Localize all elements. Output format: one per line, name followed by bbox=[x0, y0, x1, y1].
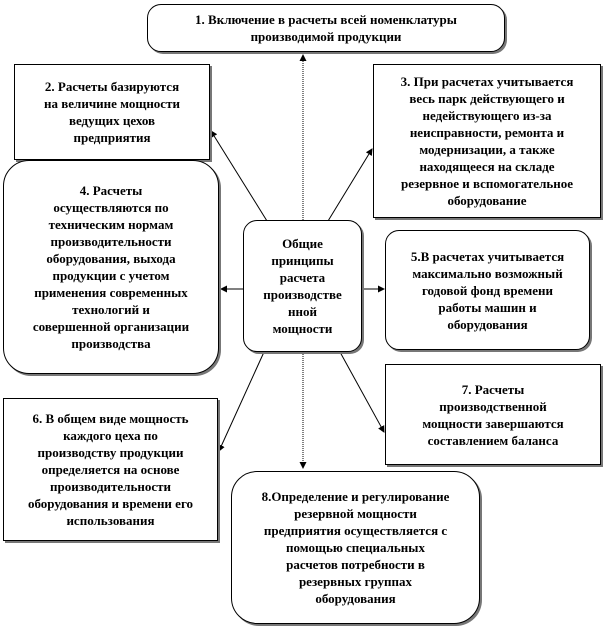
line: техническим нормам bbox=[48, 217, 174, 232]
center-box: Общие принципы расчета производстве нной мощн… bbox=[243, 220, 362, 352]
line: мощности завершаются bbox=[422, 415, 564, 431]
line: технологий и bbox=[72, 302, 150, 317]
line: на величине мощности bbox=[44, 96, 180, 111]
principle-8-box: 8.Определение и регулирование резервной м… bbox=[231, 471, 480, 624]
line: резервное и вспомогательное bbox=[400, 176, 574, 191]
line: мощности bbox=[272, 321, 333, 336]
line: оборудования и времени его bbox=[27, 496, 194, 511]
line: Общие bbox=[282, 236, 323, 251]
line: производстве bbox=[263, 287, 342, 302]
line: совершенной организации bbox=[32, 319, 190, 334]
line: определяется на основе bbox=[41, 462, 180, 477]
line: 6. В общем виде мощность bbox=[32, 411, 189, 426]
line: работы машин и bbox=[438, 299, 537, 315]
line: 2. Расчеты базируются bbox=[44, 79, 180, 94]
line: резервной мощности bbox=[294, 506, 417, 521]
line: оборудование bbox=[447, 193, 527, 208]
arrow-to-3 bbox=[327, 148, 373, 222]
line: продукции с учетом bbox=[52, 268, 170, 283]
line: принципы bbox=[271, 253, 334, 268]
line: неисправности, ремонта и bbox=[409, 125, 565, 140]
arrow-to-6 bbox=[218, 351, 265, 452]
principle-1-box: 1. Включение в расчеты всей номенклатуры… bbox=[147, 4, 505, 52]
line: весь парк действующего и bbox=[409, 91, 565, 106]
principle-2-box: 2. Расчеты базируются на величине мощност… bbox=[14, 64, 210, 160]
line: недействующего из-за bbox=[422, 108, 552, 123]
line: находящееся на складе bbox=[419, 159, 555, 174]
line: максимально возможный bbox=[412, 265, 563, 281]
line: 4. Расчеты bbox=[79, 183, 143, 198]
line: расчета bbox=[279, 270, 326, 285]
line: использования bbox=[66, 513, 155, 528]
line: производительности bbox=[49, 479, 172, 494]
line: 7. Расчеты bbox=[461, 381, 525, 397]
line: годовой фонд времени bbox=[421, 282, 554, 298]
principle-3-box: 3. При расчетах учитывается весь парк дей… bbox=[373, 64, 601, 218]
line: производственной bbox=[439, 398, 547, 414]
line: помощью специальных bbox=[286, 540, 425, 555]
principle-4-box: 4. Расчеты осуществляются по техническим н… bbox=[3, 160, 219, 374]
line: оборудования, выхода bbox=[46, 251, 176, 266]
line: 1. Включение в расчеты всей номенклатуры bbox=[195, 12, 457, 27]
line: производству продукции bbox=[37, 445, 184, 460]
line: оборудования bbox=[315, 591, 396, 606]
line: производительности bbox=[50, 234, 172, 249]
line: оборудования bbox=[447, 316, 528, 332]
line: резервных группах bbox=[298, 574, 413, 589]
line: производства bbox=[71, 336, 151, 351]
line: осуществляются по bbox=[53, 200, 169, 215]
line: нной bbox=[288, 304, 317, 319]
line: 3. При расчетах учитывается bbox=[400, 74, 574, 89]
principle-6-box: 6. В общем виде мощность каждого цеха по п… bbox=[3, 398, 218, 541]
line: модернизации, а также bbox=[419, 142, 555, 157]
line: предприятия bbox=[73, 130, 151, 145]
line: составлением баланса bbox=[427, 432, 559, 448]
line: расчетов потребности в bbox=[286, 557, 425, 572]
line: 8.Определение и регулирование bbox=[261, 489, 450, 504]
arrow-to-2 bbox=[210, 130, 268, 222]
line: каждого цеха по bbox=[63, 428, 158, 443]
arrow-to-7 bbox=[339, 351, 385, 433]
line: производимой продукции bbox=[250, 29, 402, 44]
line: ведущих цехов bbox=[68, 113, 156, 128]
line: 5.В расчетах учитывается bbox=[410, 248, 565, 264]
line: применения современных bbox=[34, 285, 188, 300]
line: предприятия осуществляется с bbox=[263, 523, 448, 538]
